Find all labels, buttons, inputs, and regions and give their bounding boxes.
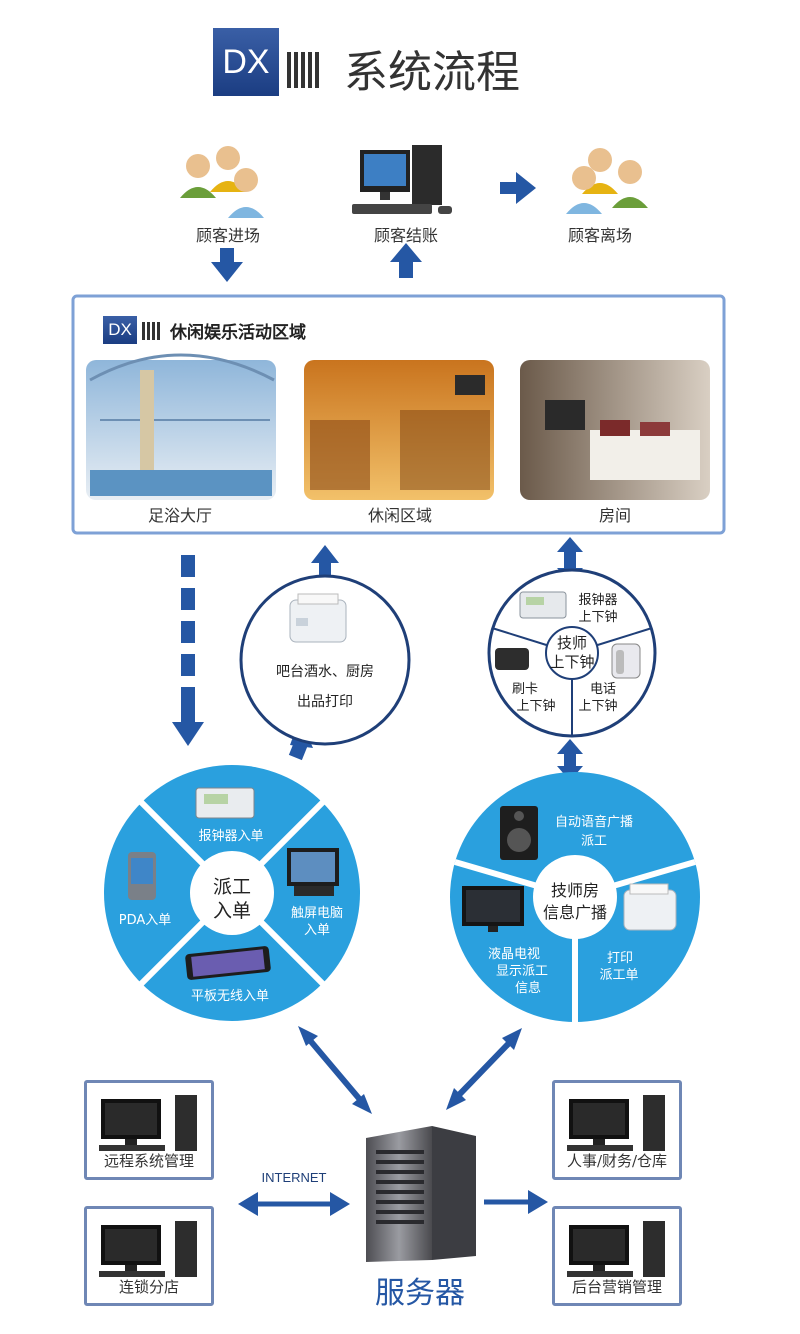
label-tech-center-1: 技师 bbox=[556, 634, 587, 652]
label-bar-kitchen: 吧台酒水、厨房 bbox=[276, 664, 374, 680]
label-clock-entry: 报钟器入单 bbox=[198, 829, 264, 844]
station-hr-label: 人事/财务/仓库 bbox=[566, 1152, 668, 1170]
station-marketing-label: 后台营销管理 bbox=[571, 1278, 662, 1296]
station-remote-label: 远程系统管理 bbox=[103, 1152, 194, 1170]
double-arrow-broadcast-server bbox=[446, 1028, 522, 1110]
page-title: 系统流程 bbox=[344, 47, 520, 98]
label-tv-2: 显示派工 bbox=[495, 964, 548, 979]
label-phone-1: 电话 bbox=[589, 682, 616, 697]
station-remote-management: 远程系统管理 bbox=[84, 1080, 214, 1180]
zone-logo-bars-icon bbox=[142, 322, 160, 340]
internet-double-arrow bbox=[238, 1192, 350, 1216]
label-tv-1: 液晶电视 bbox=[487, 947, 540, 962]
station-chain-label: 连锁分店 bbox=[118, 1278, 179, 1296]
server-label: 服务器 bbox=[375, 1276, 465, 1311]
workstation-icon bbox=[99, 1221, 197, 1277]
dashed-down-arrow bbox=[172, 555, 204, 746]
label-order-center-1: 派工 bbox=[212, 876, 251, 898]
label-leisure-area: 休闲区域 bbox=[367, 506, 432, 525]
label-clock-2: 上下钟 bbox=[578, 610, 618, 625]
customers-enter-icon bbox=[180, 146, 264, 218]
lcd-tv-icon bbox=[462, 886, 524, 932]
server-right-arrow bbox=[484, 1190, 548, 1214]
card-reader-icon bbox=[495, 648, 529, 670]
tablet-icon bbox=[185, 946, 271, 980]
station-marketing: 后台营销管理 bbox=[552, 1206, 682, 1306]
order-entry-circle bbox=[104, 765, 360, 1021]
label-card-1: 刷卡 bbox=[511, 682, 538, 697]
label-order-center-2: 入单 bbox=[212, 900, 251, 922]
dx-logo: DX bbox=[213, 28, 279, 96]
touchscreen-pc-icon bbox=[287, 848, 339, 896]
foot-bath-hall-photo bbox=[86, 353, 276, 500]
label-room: 房间 bbox=[598, 506, 631, 525]
station-hr-finance: 人事/财务/仓库 bbox=[552, 1080, 682, 1180]
arrow-to-leave bbox=[500, 172, 536, 204]
label-clock-1: 报钟器 bbox=[578, 593, 618, 608]
checkout-computer-icon bbox=[352, 145, 452, 214]
label-tv-3: 信息 bbox=[514, 981, 541, 996]
internet-label: INTERNET bbox=[261, 1170, 327, 1185]
room-photo bbox=[520, 360, 710, 500]
label-room-center-1: 技师房 bbox=[550, 881, 599, 900]
label-output-print: 出品打印 bbox=[297, 694, 353, 710]
receipt-printer-icon bbox=[289, 593, 347, 643]
label-print-1: 打印 bbox=[606, 951, 633, 966]
label-voice-1: 自动语音广播 bbox=[554, 815, 633, 830]
phone-icon bbox=[611, 643, 641, 679]
arrow-enter-down bbox=[211, 248, 243, 282]
bar-print-circle bbox=[239, 574, 411, 746]
label-tablet-entry: 平板无线入单 bbox=[190, 989, 269, 1004]
label-foot-bath-hall: 足浴大厅 bbox=[147, 506, 212, 525]
workstation-icon bbox=[99, 1095, 197, 1151]
label-touch-entry-1: 触屏电脑 bbox=[290, 906, 343, 921]
workstation-icon bbox=[567, 1095, 665, 1151]
label-customer-checkout: 顾客结账 bbox=[373, 226, 438, 245]
double-arrow-order-server bbox=[298, 1026, 372, 1114]
leisure-area-photo bbox=[304, 360, 494, 500]
label-pda-entry: PDA入单 bbox=[118, 913, 172, 928]
label-customer-enter: 顾客进场 bbox=[195, 226, 260, 245]
zone-title: 休闲娱乐活动区域 bbox=[170, 323, 306, 343]
clock-device-icon bbox=[519, 591, 567, 619]
arrow-checkout-up bbox=[390, 243, 422, 278]
label-customer-leave: 顾客离场 bbox=[567, 226, 632, 245]
label-room-center-2: 信息广播 bbox=[542, 903, 607, 922]
speaker-icon bbox=[500, 806, 538, 860]
server-icon bbox=[366, 1126, 476, 1262]
arrow-printer-up bbox=[311, 545, 339, 575]
label-tech-center-2: 上下钟 bbox=[549, 653, 595, 671]
pda-icon bbox=[128, 852, 156, 900]
workstation-icon bbox=[567, 1221, 665, 1277]
label-card-2: 上下钟 bbox=[516, 699, 556, 714]
dispatch-printer-icon bbox=[623, 883, 677, 931]
label-voice-2: 派工 bbox=[580, 834, 607, 849]
customers-leave-icon bbox=[566, 148, 648, 214]
logo-bars-icon bbox=[287, 52, 319, 88]
label-phone-2: 上下钟 bbox=[578, 699, 618, 714]
order-clock-icon bbox=[195, 787, 255, 819]
zone-dx-logo: DX bbox=[103, 316, 137, 344]
label-touch-entry-2: 入单 bbox=[303, 923, 330, 938]
station-chain-store: 连锁分店 bbox=[84, 1206, 214, 1306]
label-print-2: 派工单 bbox=[599, 968, 639, 983]
